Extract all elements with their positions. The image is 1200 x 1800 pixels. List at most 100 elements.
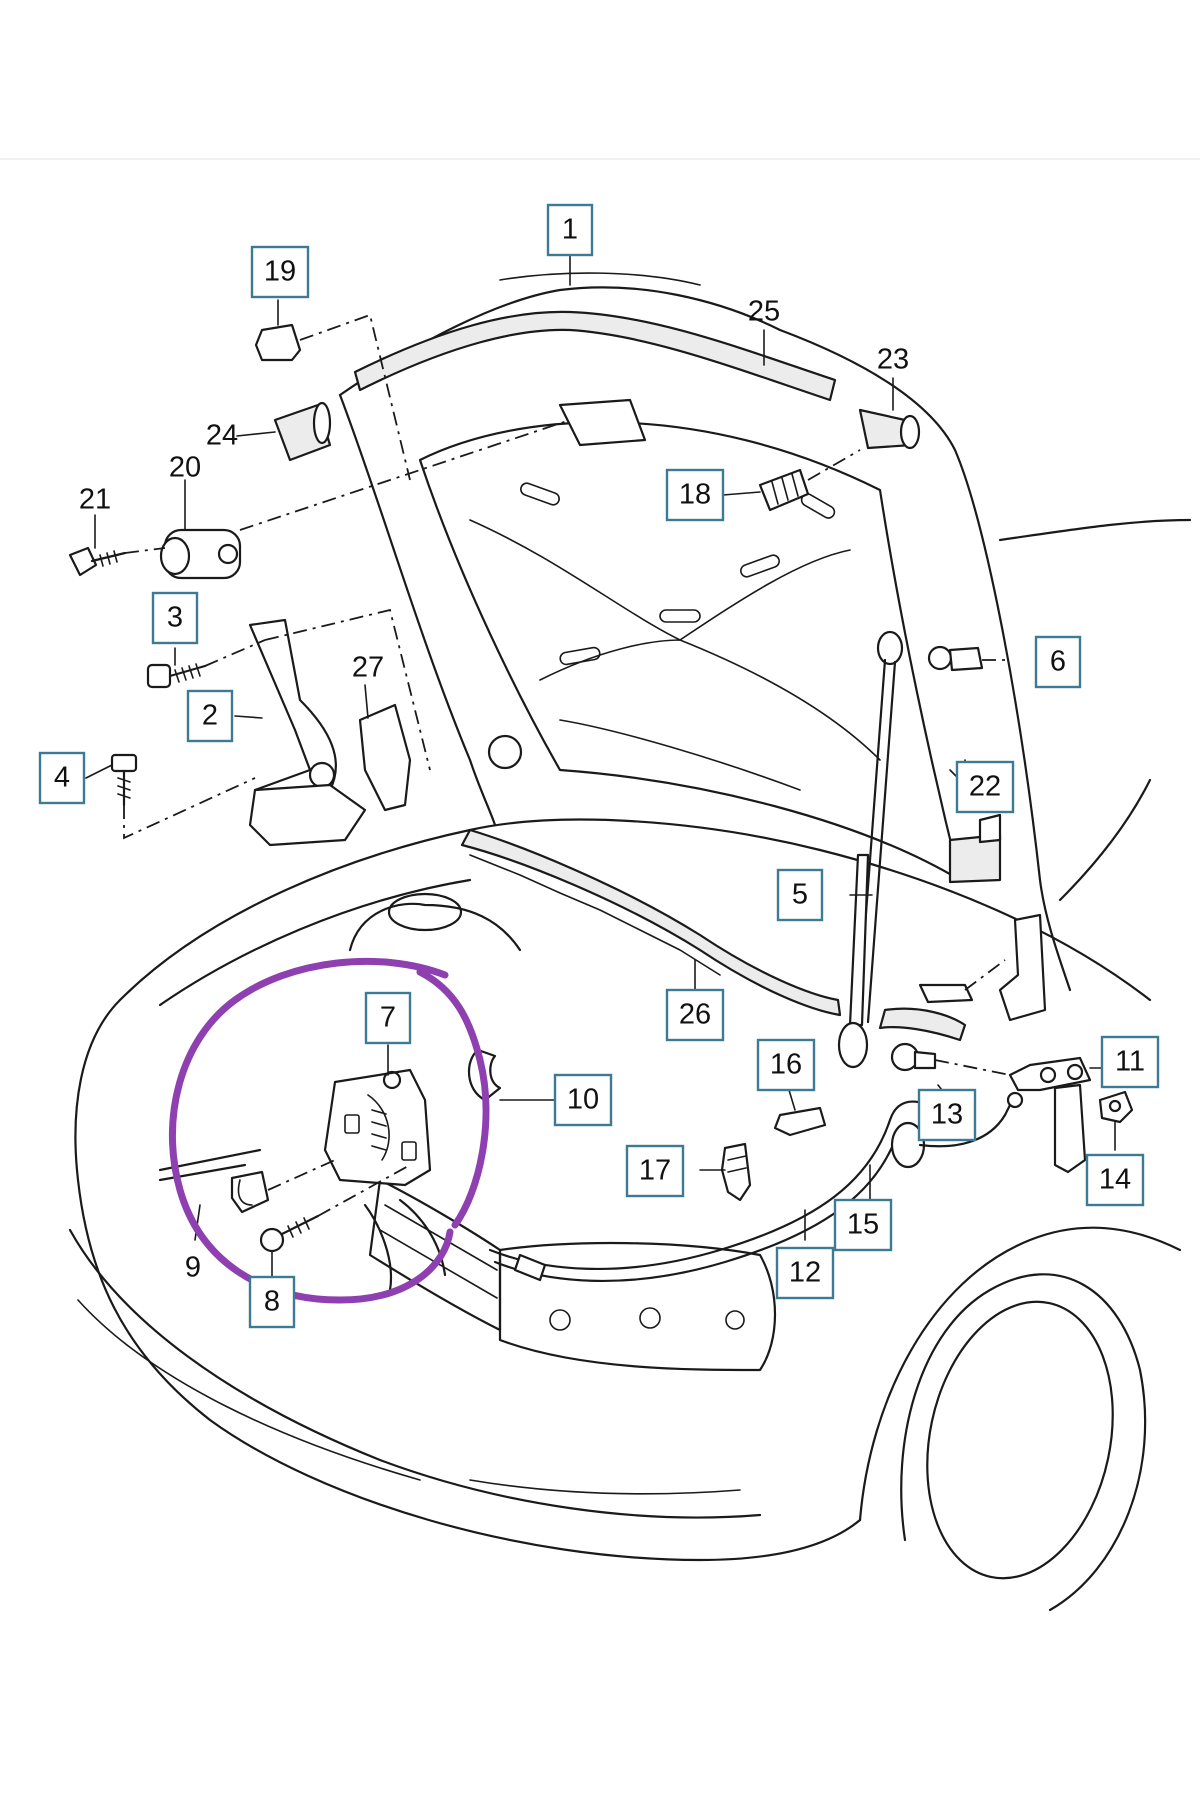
callout-20: 20 [169,452,201,484]
windshield [998,518,1192,542]
lead-18 [807,449,861,481]
callout-19: 19 [250,245,310,299]
callout-number-27: 27 [352,652,384,684]
bonnet-inner-x1 [469,519,851,641]
leader-1-bonnet [499,272,701,286]
lead-3 [204,639,266,667]
callout-box-8 [248,1275,296,1329]
wheel-arch [858,1226,1182,1522]
bonnet-grommet [487,734,523,770]
callout-6: 6 [1034,635,1082,689]
leader-2 [234,715,263,719]
callout-number-24: 24 [206,420,238,452]
bonnet-seal-25 [353,310,837,402]
clip-14-part [1098,1090,1134,1124]
callout-number-8: 8 [264,1286,280,1318]
bonnet-inner-x2 [539,639,881,761]
bonnet-slot-3 [740,554,780,578]
clip-17-part [720,1142,752,1202]
leader-18 [722,491,761,496]
callout-number-14: 14 [1099,1164,1131,1196]
car-body [68,518,1192,1612]
release-cable-12 [488,1100,920,1271]
bonnet-outer-edge [338,286,1072,992]
bolt-4-part [110,753,138,807]
headlight-screw-2 [639,1307,661,1329]
washer-reservoir [348,902,522,952]
callout-box-14 [1085,1153,1145,1207]
callout-box-26 [665,988,725,1042]
ball-stud-6-part [927,645,984,672]
callout-11: 11 [1100,1035,1160,1089]
callout-number-16: 16 [770,1049,802,1081]
bonnet-seal-dots [469,854,721,976]
callout-3: 3 [151,591,199,645]
headlight-screw-3 [725,1310,745,1330]
callout-number-17: 17 [639,1155,671,1187]
callout-23: 23 [877,344,909,376]
bonnet-slot-2 [659,609,701,623]
plug-13-part [890,1042,937,1072]
lead-21-20 [124,547,166,554]
lead-right-bracket [964,959,1006,991]
callout-number-1: 1 [562,214,578,246]
callout-number-10: 10 [567,1084,599,1116]
callout-13: 13 [917,1088,977,1142]
callout-number-9: 9 [185,1252,201,1284]
callout-22: 22 [955,760,1015,814]
callout-number-23: 23 [877,344,909,376]
callout-number-20: 20 [169,452,201,484]
plug-19-part [254,323,302,362]
callout-12: 12 [775,1246,835,1300]
callout-box-17 [625,1144,685,1198]
buffer-18-part [758,468,810,512]
grille-slat-1 [384,1204,498,1271]
callout-8: 8 [248,1275,296,1329]
callout-box-1 [546,203,594,257]
callout-number-18: 18 [679,479,711,511]
callout-box-19 [250,245,310,299]
clip-16-part [773,1106,827,1137]
callout-box-18 [665,468,725,522]
lead-4 [123,777,256,840]
clip-22-part [948,813,1002,884]
bumper-groove-2 [469,1479,741,1495]
lead-8 [317,1164,411,1217]
grille [368,1178,502,1332]
right-bracket [878,913,1047,1042]
callout-10: 10 [553,1073,613,1127]
callout-number-22: 22 [969,771,1001,803]
bonnet-inner-x3 [559,719,801,791]
headlight [498,1241,777,1372]
release-cable-12b [493,1130,900,1283]
bonnet-lock-7-part [323,1068,432,1187]
bonnet-hinge-plate [558,398,647,447]
callout-box-6 [1034,635,1082,689]
callout-number-2: 2 [202,700,218,732]
lead-13 [934,1059,1011,1076]
lead-19 [299,313,411,481]
callout-1: 1 [546,203,594,257]
callout-box-15 [833,1198,893,1252]
callout-17: 17 [625,1144,685,1198]
front-bumper-outline [74,998,862,1562]
cable-end-fitting [513,1253,547,1282]
callout-box-10 [553,1073,613,1127]
callout-box-3 [151,591,199,645]
callout-box-2 [186,689,234,743]
bonnet-seal-26 [460,828,842,1017]
callout-21: 21 [79,484,111,516]
callout-5: 5 [776,868,824,922]
callout-15: 15 [833,1198,893,1252]
seal-24-part [273,401,332,462]
callout-16: 16 [756,1038,816,1092]
leader-4 [85,764,113,779]
screw-3-part [146,663,207,689]
leader-9 [194,1204,201,1241]
callout-2: 2 [186,689,234,743]
callout-number-26: 26 [679,999,711,1031]
callout-box-7 [364,991,412,1045]
callout-number-11: 11 [1115,1046,1145,1078]
top-blank-band [0,0,1200,160]
